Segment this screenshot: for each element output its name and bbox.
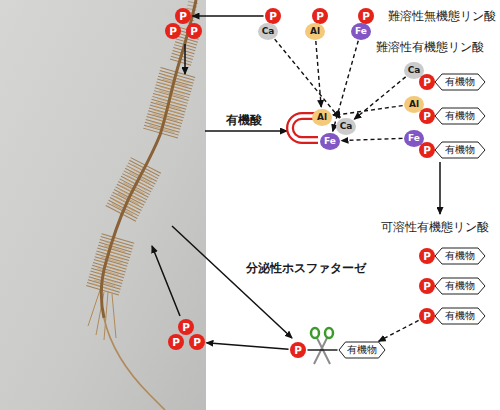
annotation-label: 難溶性有機態リン酸	[376, 41, 484, 54]
element-circle: Fe	[351, 23, 371, 40]
root-axis	[101, 0, 196, 318]
phosphate-circle: P	[419, 308, 435, 324]
node-text: P	[423, 77, 431, 88]
phosphate-circle: P	[165, 23, 181, 39]
organic-hexagon: 有機物	[435, 142, 485, 158]
element-circle: Fe	[320, 133, 340, 150]
organic-hexagon: 有機物	[435, 278, 485, 294]
root-tip	[104, 318, 165, 410]
phosphate-circle: P	[290, 342, 306, 358]
node-text: P	[316, 11, 324, 22]
annotation-label: 難溶性無機態リン酸	[388, 10, 496, 23]
phosphate-circle: P	[312, 8, 328, 24]
reaction-arrow	[193, 15, 264, 16]
element-circle: Al	[305, 23, 325, 40]
node-text: 有機物	[445, 251, 475, 261]
node-text: P	[362, 11, 370, 22]
node-text: 有機物	[445, 145, 475, 155]
node-text: P	[190, 26, 198, 37]
node-text: P	[269, 11, 277, 22]
node-text: P	[423, 251, 431, 262]
phosphate-circle: P	[419, 142, 435, 158]
node-text: Ca	[340, 122, 353, 131]
phosphate-circle: P	[189, 334, 205, 350]
organic-hexagon: 有機物	[339, 342, 385, 358]
node-text: Fe	[355, 27, 367, 36]
dashed-arrow	[341, 138, 402, 140]
phosphate-circle: P	[419, 278, 435, 294]
scissors-handle	[311, 328, 319, 338]
element-circle: Al	[312, 109, 332, 126]
node-text: P	[179, 11, 187, 22]
annotation-label: 有機酸	[226, 114, 262, 127]
node-text: P	[423, 145, 431, 156]
phosphate-circle: P	[186, 23, 202, 39]
node-text: P	[182, 322, 190, 333]
conversion-arrow	[439, 162, 441, 214]
node-text: Ca	[408, 66, 421, 75]
node-text: Fe	[324, 137, 336, 146]
node-text: Ca	[262, 27, 275, 36]
node-text: P	[423, 111, 431, 122]
node-text: Al	[317, 113, 327, 122]
hexagon-shape	[435, 74, 485, 90]
node-text: Al	[310, 27, 320, 36]
organic-hexagon: 有機物	[435, 308, 485, 324]
hexagon-shape	[435, 142, 485, 158]
phosphate-circle: P	[419, 248, 435, 264]
uptake-arrow	[184, 44, 186, 74]
element-circle: Ca	[336, 118, 356, 135]
node-text: 有機物	[347, 345, 377, 355]
phosphate-circle: P	[168, 334, 184, 350]
secretion-arrow	[172, 226, 292, 338]
hexagon-shape	[435, 308, 485, 324]
organic-hexagon: 有機物	[435, 74, 485, 90]
phosphate-circle: P	[419, 108, 435, 124]
uptake-arrow	[152, 246, 180, 316]
hexagon-shape	[339, 342, 385, 358]
node-text: Al	[409, 100, 419, 109]
organic-hexagon: 有機物	[435, 108, 485, 124]
annotation-label: 可溶性有機態リン酸	[381, 221, 489, 234]
node-text: P	[193, 337, 201, 348]
hexagon-shape	[435, 108, 485, 124]
phosphate-circle: P	[178, 319, 194, 335]
scissors-handle	[325, 328, 333, 338]
node-text: P	[294, 345, 302, 356]
node-text: P	[172, 337, 180, 348]
annotation-label: 分泌性ホスファターゼ	[246, 262, 366, 275]
secretion-arrow	[205, 130, 287, 132]
dashed-arrow	[333, 106, 402, 116]
node-text: 有機物	[445, 111, 475, 121]
node-text: 有機物	[445, 77, 475, 87]
dashed-arrow	[379, 320, 419, 341]
node-text: P	[169, 26, 177, 37]
phosphate-circle: P	[175, 8, 191, 24]
phosphate-circle: P	[265, 8, 281, 24]
node-text: 有機物	[445, 311, 475, 321]
dashed-arrow	[275, 39, 340, 118]
hexagon-shape	[435, 278, 485, 294]
node-text: 有機物	[445, 281, 475, 291]
node-text: P	[423, 311, 431, 322]
node-text: Fe	[408, 134, 420, 143]
organic-hexagon: 有機物	[435, 248, 485, 264]
dashed-arrow	[316, 41, 321, 107]
scissors-blades	[314, 338, 330, 364]
phosphate-circle: P	[419, 74, 435, 90]
node-text: P	[423, 281, 431, 292]
phosphate-circle: P	[358, 8, 374, 24]
reaction-arrow	[206, 343, 288, 350]
root-photo	[0, 0, 206, 410]
reaction-arrow	[308, 349, 338, 350]
element-circle: Ca	[258, 23, 278, 40]
dashed-arrow	[354, 77, 405, 119]
hexagon-shape	[435, 248, 485, 264]
